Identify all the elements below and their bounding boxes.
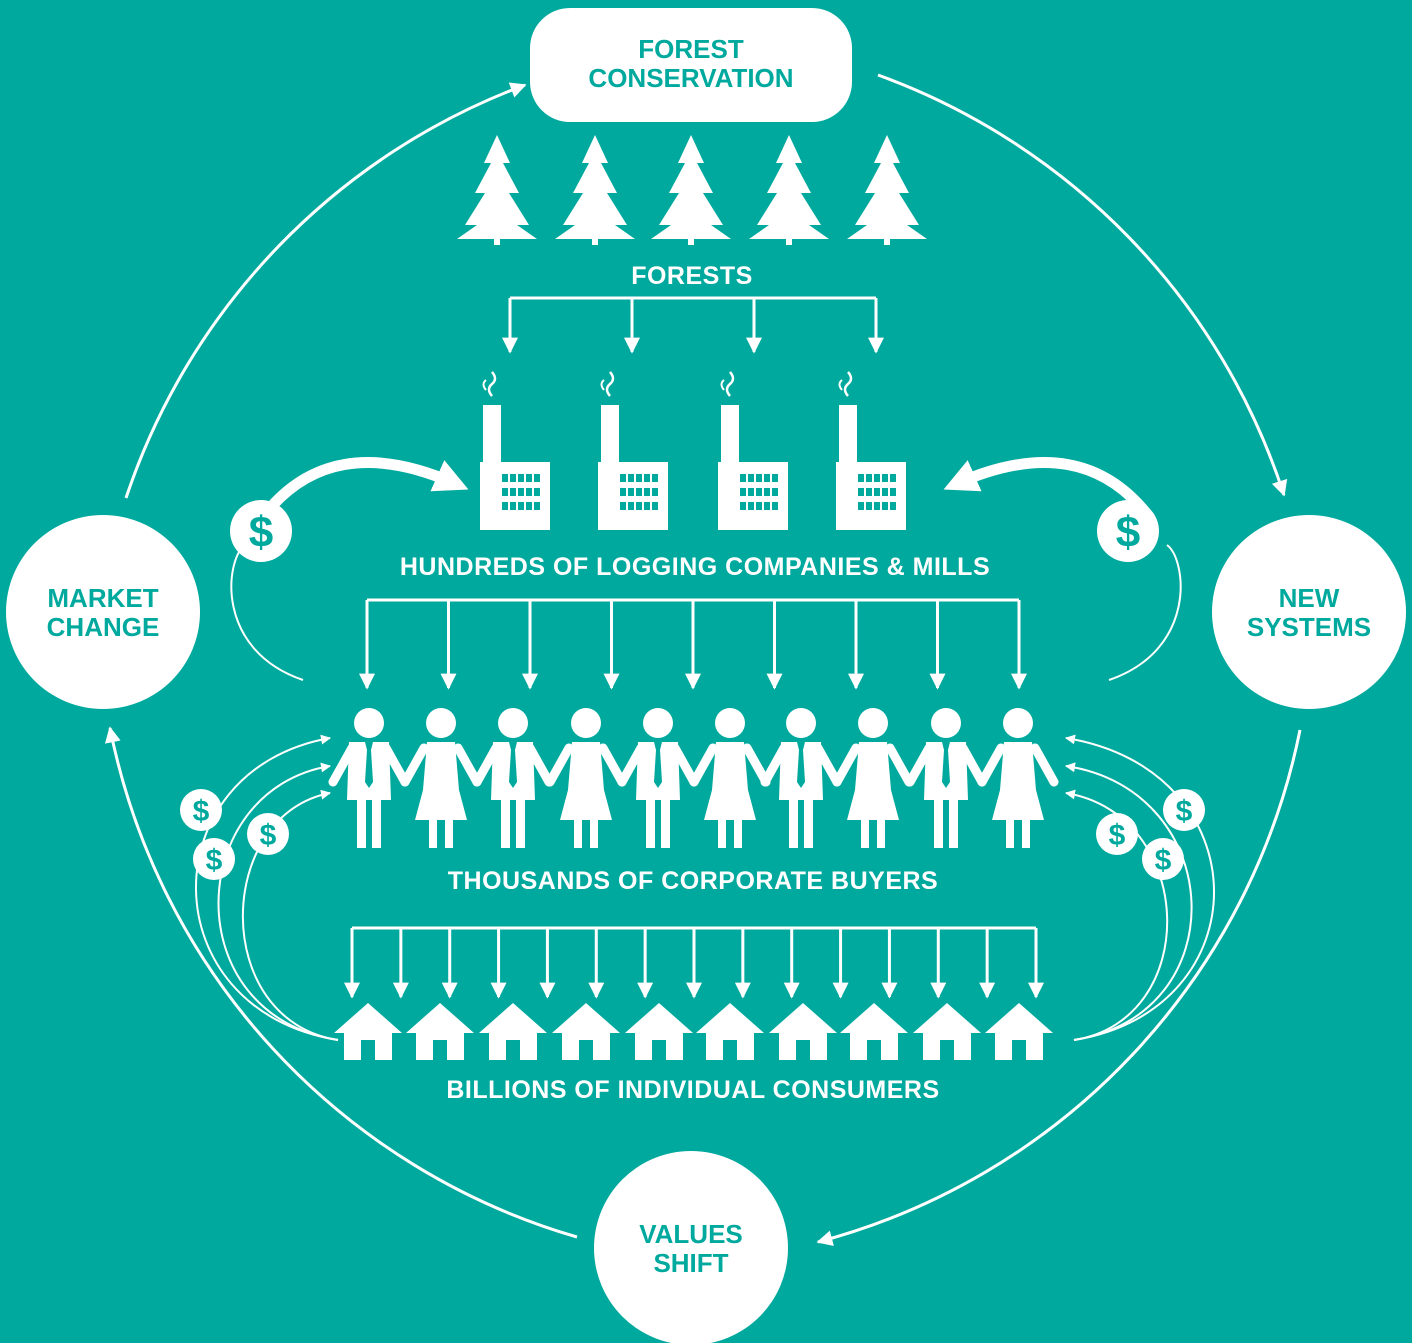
forest-trees bbox=[457, 135, 927, 245]
businesswoman-icon bbox=[400, 708, 482, 848]
label-buyers: THOUSANDS OF CORPORATE BUYERS bbox=[447, 867, 939, 895]
house-icon bbox=[769, 1003, 837, 1060]
house-icon bbox=[985, 1003, 1053, 1060]
dollar-coin-label: $ bbox=[206, 844, 223, 877]
label-mills: HUNDREDS OF LOGGING COMPANIES & MILLS bbox=[399, 553, 991, 581]
thin-money-curve-right bbox=[1108, 544, 1182, 681]
label-market-change: MARKET CHANGE bbox=[46, 583, 160, 642]
factory-icon bbox=[836, 371, 906, 530]
dollar-coin-icon bbox=[247, 813, 289, 855]
businessman-icon bbox=[905, 708, 987, 848]
factory-icon bbox=[480, 371, 550, 530]
businesswoman-icon bbox=[977, 708, 1059, 848]
house-icon bbox=[552, 1003, 620, 1060]
dollar-coin-icon bbox=[1163, 789, 1205, 831]
consumer-money-curve-right-1 bbox=[1065, 734, 1215, 1041]
big-money-arrow-right bbox=[943, 457, 1155, 522]
businessman-icon bbox=[472, 708, 554, 848]
businesswoman-icon bbox=[689, 708, 771, 848]
pine-tree-icon bbox=[651, 135, 731, 245]
cycle-arrow-right-to-bottom bbox=[816, 729, 1302, 1247]
mill-factories bbox=[480, 371, 906, 530]
thin-money-curve-left bbox=[230, 544, 304, 681]
pine-tree-icon bbox=[749, 135, 829, 245]
house-icon bbox=[840, 1003, 908, 1060]
dollar-coin-label: $ bbox=[260, 819, 277, 852]
cycle-arrow-left-to-top bbox=[124, 82, 527, 499]
label-consumers: BILLIONS OF INDIVIDUAL CONSUMERS bbox=[446, 1076, 940, 1104]
dollar-coins: $ $ $ $ $ $ $ $ bbox=[180, 500, 1205, 880]
dollar-coin-label: $ bbox=[1109, 819, 1126, 852]
factory-icon bbox=[598, 371, 668, 530]
cycle-arrows bbox=[104, 73, 1302, 1247]
dollar-coin-icon bbox=[1142, 838, 1184, 880]
node-forest-conservation bbox=[530, 8, 852, 122]
businessman-icon bbox=[617, 708, 699, 848]
house-icon bbox=[913, 1003, 981, 1060]
consumer-money-curve-left-2 bbox=[217, 762, 339, 1041]
businessman-icon bbox=[760, 708, 842, 848]
consumer-money-curve-left-3 bbox=[241, 789, 339, 1041]
consumer-money-curve-left-1 bbox=[195, 734, 339, 1041]
businessman-icon bbox=[328, 708, 410, 848]
cycle-arrow-bottom-to-left bbox=[104, 726, 578, 1239]
forest-to-mills-arrows bbox=[502, 296, 884, 354]
big-money-arrow-left bbox=[257, 457, 469, 522]
house-icon bbox=[406, 1003, 474, 1060]
consumer-money-curve-right-3 bbox=[1065, 789, 1169, 1041]
businesswoman-icon bbox=[545, 708, 627, 848]
dollar-coin-icon bbox=[230, 500, 292, 562]
buyers-to-consumers-arrows bbox=[344, 926, 1044, 999]
cycle-arrow-top-to-right bbox=[877, 73, 1288, 497]
corporate-buyers-people bbox=[328, 708, 1059, 848]
dollar-coin-icon bbox=[180, 789, 222, 831]
house-icon bbox=[334, 1003, 402, 1060]
dollar-coin-label: $ bbox=[1176, 795, 1193, 828]
house-icon bbox=[479, 1003, 547, 1060]
node-market-change bbox=[6, 515, 200, 709]
label-values-shift: VALUES SHIFT bbox=[639, 1219, 743, 1278]
house-icon bbox=[625, 1003, 693, 1060]
dollar-coin-label: $ bbox=[193, 795, 210, 828]
mills-to-buyers-arrows bbox=[359, 598, 1027, 690]
consumer-money-curve-right-2 bbox=[1065, 762, 1193, 1041]
dollar-coin-label: $ bbox=[1116, 508, 1140, 557]
dollar-coin-label: $ bbox=[249, 508, 273, 557]
label-forests: FORESTS bbox=[631, 262, 753, 290]
factory-icon bbox=[718, 371, 788, 530]
dollar-coin-icon bbox=[1097, 500, 1159, 562]
businesswoman-icon bbox=[832, 708, 914, 848]
house-icon bbox=[696, 1003, 764, 1060]
consumer-houses bbox=[334, 1003, 1053, 1060]
dollar-coin-icon bbox=[1096, 813, 1138, 855]
node-values-shift bbox=[594, 1151, 788, 1343]
dollar-coin-icon bbox=[193, 838, 235, 880]
money-flows bbox=[195, 457, 1215, 1041]
dollar-coin-label: $ bbox=[1155, 844, 1172, 877]
pine-tree-icon bbox=[847, 135, 927, 245]
node-new-systems bbox=[1212, 515, 1406, 709]
label-forest-conservation: FOREST CONSERVATION bbox=[588, 34, 794, 93]
label-new-systems: NEW SYSTEMS bbox=[1246, 583, 1372, 642]
pine-tree-icon bbox=[555, 135, 635, 245]
pine-tree-icon bbox=[457, 135, 537, 245]
